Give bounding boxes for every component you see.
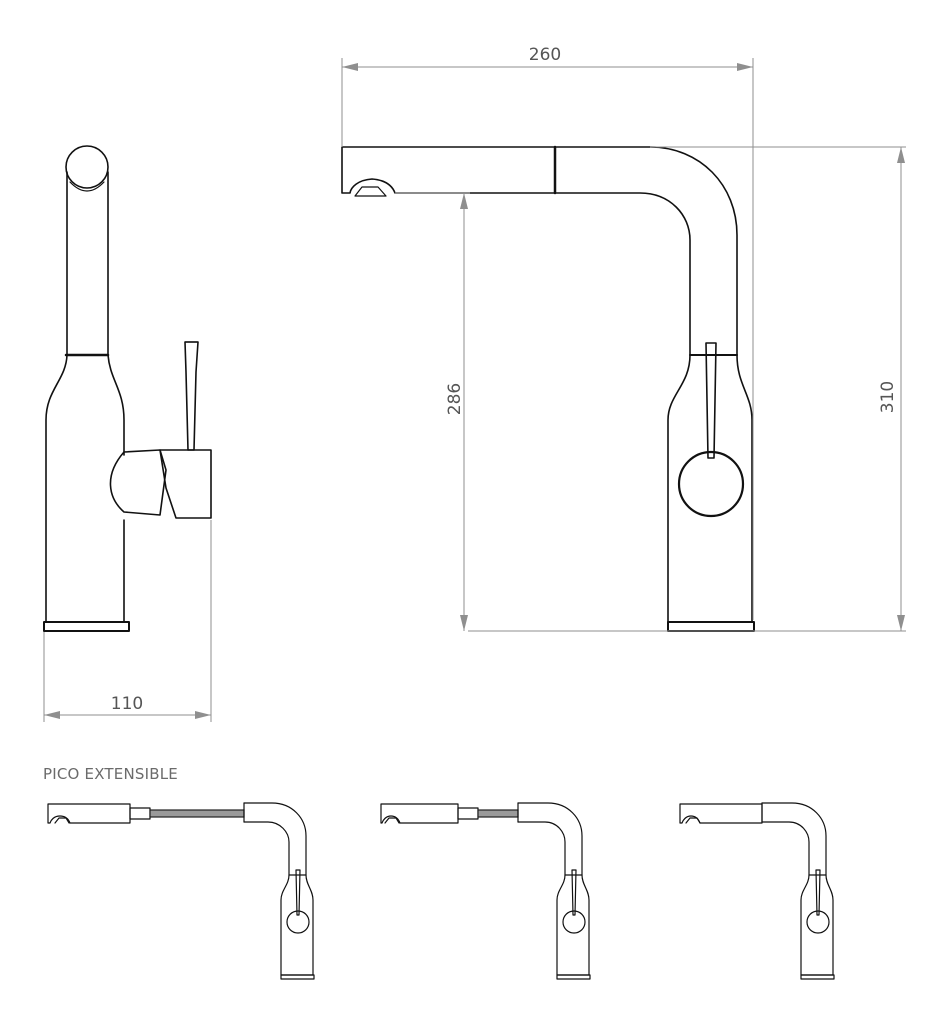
dimension-110 <box>43 520 212 722</box>
dimension-310 <box>468 146 906 632</box>
extended-view-long <box>47 802 315 980</box>
dimension-label-260: 260 <box>529 45 561 65</box>
dimension-286 <box>395 192 470 631</box>
dimension-label-110: 110 <box>111 694 143 714</box>
extended-view-retracted <box>679 802 835 980</box>
dimension-label-286: 286 <box>445 383 465 415</box>
dimension-label-310: 310 <box>878 381 898 413</box>
extensible-caption: PICO EXTENSIBLE <box>43 765 178 783</box>
front-view <box>341 145 755 632</box>
dimension-260 <box>341 58 754 620</box>
extended-view-medium <box>380 802 591 980</box>
side-view <box>43 145 212 632</box>
